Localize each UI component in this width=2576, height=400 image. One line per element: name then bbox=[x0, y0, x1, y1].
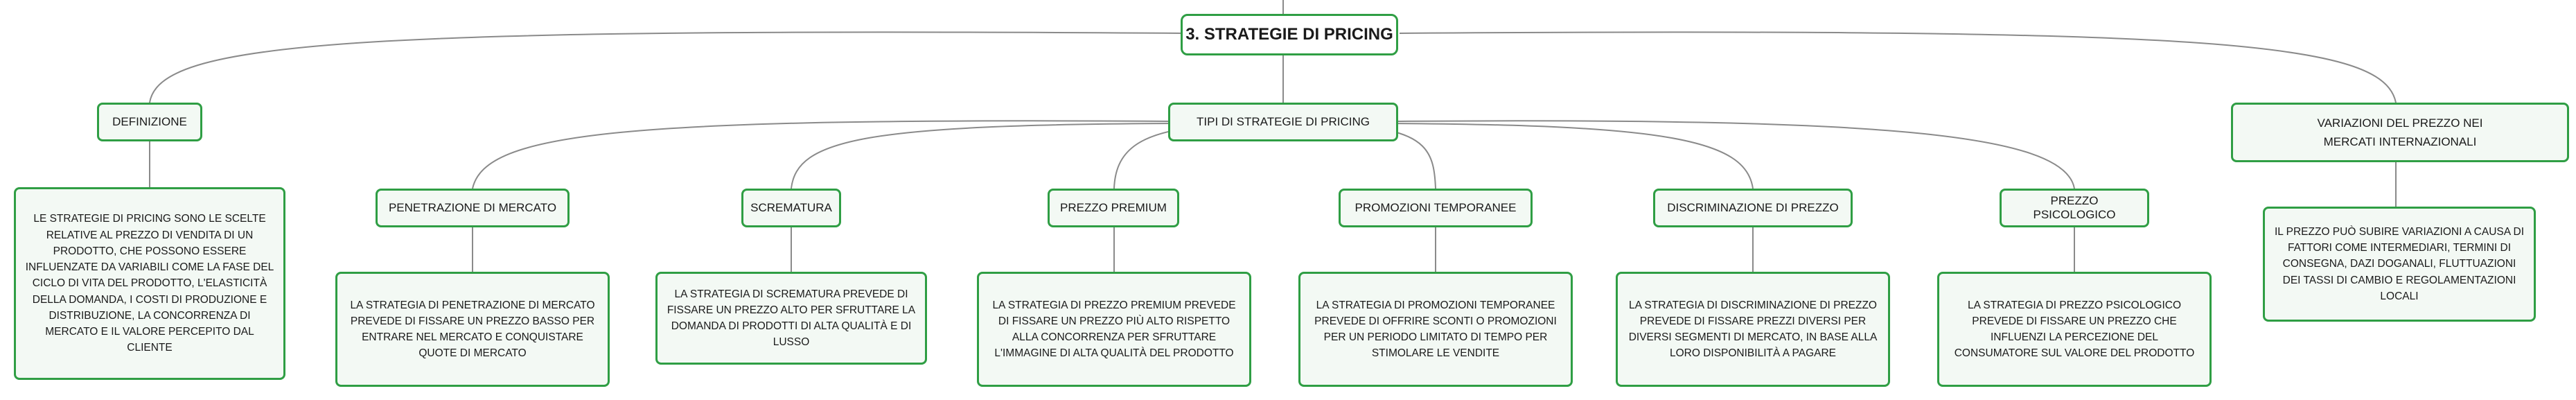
tipo-discriminazione-di-prezzo[interactable]: DISCRIMINAZIONE DI PREZZO bbox=[1653, 189, 1853, 227]
branch-definizione[interactable]: DEFINIZIONE bbox=[97, 103, 202, 141]
root-node-title[interactable]: 3. STRATEGIE DI PRICING bbox=[1181, 14, 1398, 55]
promozioni-description: LA STRATEGIA DI PROMOZIONI TEMPORANEE PR… bbox=[1298, 272, 1573, 387]
variazioni-description: IL PREZZO PUÒ SUBIRE VARIAZIONI A CAUSA … bbox=[2263, 207, 2536, 322]
scrematura-description: LA STRATEGIA DI SCREMATURA PREVEDE DI FI… bbox=[655, 272, 927, 365]
branch-tipi-di-strategie[interactable]: TIPI DI STRATEGIE DI PRICING bbox=[1168, 103, 1398, 141]
tipo-promozioni-temporanee[interactable]: PROMOZIONI TEMPORANEE bbox=[1339, 189, 1533, 227]
tipo-scrematura[interactable]: SCREMATURA bbox=[741, 189, 841, 227]
definizione-description: LE STRATEGIE DI PRICING SONO LE SCELTE R… bbox=[14, 187, 285, 380]
penetrazione-description: LA STRATEGIA DI PENETRAZIONE DI MERCATO … bbox=[335, 272, 610, 387]
branch-variazioni-mercati-internazionali[interactable]: VARIAZIONI DEL PREZZO NEI MERCATI INTERN… bbox=[2231, 103, 2569, 162]
tipo-prezzo-premium[interactable]: PREZZO PREMIUM bbox=[1048, 189, 1179, 227]
discriminazione-description: LA STRATEGIA DI DISCRIMINAZIONE DI PREZZ… bbox=[1616, 272, 1890, 387]
psicologico-description: LA STRATEGIA DI PREZZO PSICOLOGICO PREVE… bbox=[1937, 272, 2212, 387]
tipo-prezzo-psicologico[interactable]: PREZZO PSICOLOGICO bbox=[2000, 189, 2149, 227]
tipo-penetrazione-di-mercato[interactable]: PENETRAZIONE DI MERCATO bbox=[376, 189, 570, 227]
premium-description: LA STRATEGIA DI PREZZO PREMIUM PREVEDE D… bbox=[977, 272, 1251, 387]
